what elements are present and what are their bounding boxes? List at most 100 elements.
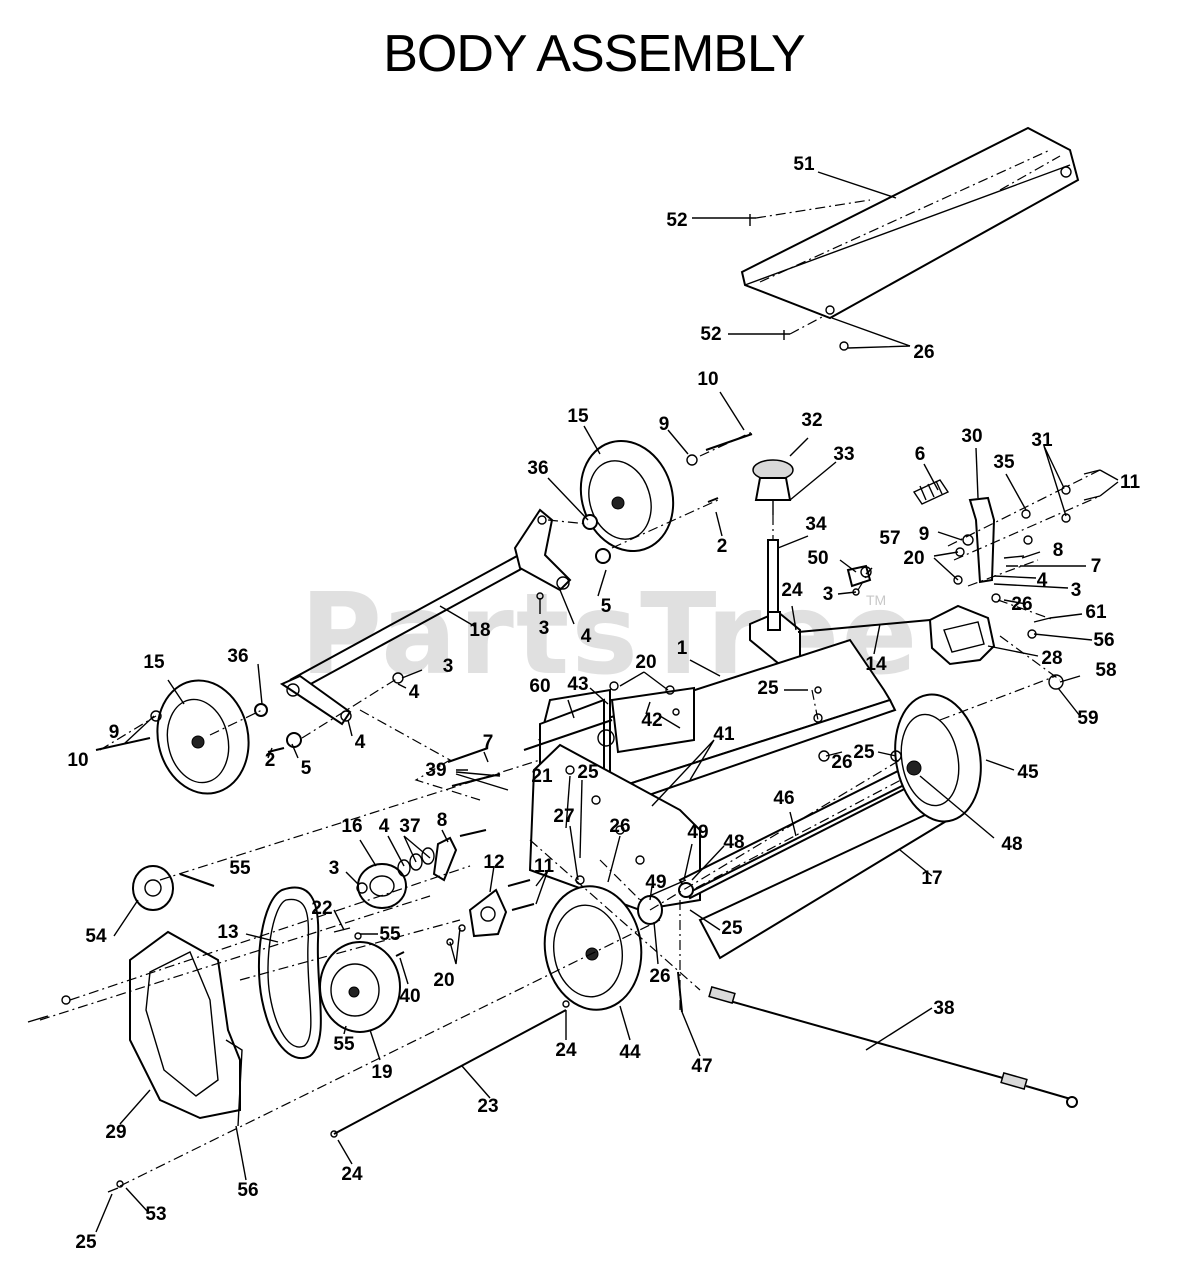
watermark-trademark: TM — [866, 592, 887, 608]
callout-43: 43 — [567, 674, 588, 695]
callout-25: 25 — [853, 742, 875, 763]
callout-55: 55 — [333, 1034, 355, 1055]
cable-anchor-part — [928, 604, 1064, 690]
callout-4: 4 — [581, 626, 592, 647]
callout-labels: 51 52 52 26 10 15 9 32 33 36 2 34 6 30 3… — [67, 154, 1140, 1253]
callout-25: 25 — [577, 762, 599, 783]
callout-23: 23 — [477, 1096, 498, 1117]
axle-part — [279, 508, 572, 726]
callout-42: 42 — [641, 710, 662, 731]
callout-15: 15 — [143, 652, 165, 673]
callout-44: 44 — [619, 1042, 641, 1063]
left-drive-wheel-part — [543, 882, 694, 1013]
drive-pulley-part — [319, 927, 405, 1033]
callout-56: 56 — [237, 1180, 258, 1201]
callout-4: 4 — [1037, 570, 1048, 591]
callout-56: 56 — [1093, 630, 1114, 651]
callout-35: 35 — [993, 452, 1015, 473]
control-cable-part — [708, 985, 1078, 1108]
callout-22: 22 — [311, 898, 332, 919]
callout-20: 20 — [903, 548, 924, 569]
callout-36: 36 — [227, 646, 248, 667]
callout-3: 3 — [823, 584, 834, 605]
callout-49: 49 — [645, 872, 666, 893]
callout-26: 26 — [831, 752, 852, 773]
callout-5: 5 — [601, 596, 612, 617]
callout-1: 1 — [677, 638, 688, 659]
callout-19: 19 — [371, 1062, 392, 1083]
callout-24: 24 — [341, 1164, 363, 1185]
callout-10: 10 — [697, 369, 718, 390]
callout-61: 61 — [1085, 602, 1107, 623]
callout-11: 11 — [1120, 472, 1141, 493]
belt-cover-part — [27, 930, 243, 1193]
side-plate-part — [447, 743, 701, 912]
callout-18: 18 — [469, 620, 490, 641]
callout-5: 5 — [301, 758, 312, 779]
callout-38: 38 — [933, 998, 954, 1019]
callout-8: 8 — [1053, 540, 1064, 561]
height-adjust-knob-part — [749, 459, 931, 670]
callout-37: 37 — [399, 816, 420, 837]
small-pulley-part — [132, 865, 215, 911]
callout-51: 51 — [793, 154, 815, 175]
callout-36: 36 — [527, 458, 548, 479]
callout-11: 11 — [534, 856, 555, 877]
upper-wheel-part — [536, 433, 753, 600]
callout-8: 8 — [437, 810, 448, 831]
callout-60: 60 — [529, 676, 550, 697]
callout-29: 29 — [105, 1122, 126, 1143]
right-drive-wheel-part — [890, 693, 982, 823]
callout-48: 48 — [1001, 834, 1022, 855]
callout-50: 50 — [807, 548, 828, 569]
callout-57: 57 — [879, 528, 900, 549]
callout-9: 9 — [109, 722, 120, 743]
callout-9: 9 — [919, 524, 930, 545]
callout-54: 54 — [85, 926, 107, 947]
callout-3: 3 — [1071, 580, 1082, 601]
bearing-flange-part — [446, 879, 535, 946]
callout-30: 30 — [961, 426, 982, 447]
callout-53: 53 — [145, 1204, 166, 1225]
callout-59: 59 — [1077, 708, 1098, 729]
top-cover-part — [740, 126, 1080, 320]
callout-10: 10 — [67, 750, 88, 771]
callout-26: 26 — [913, 342, 934, 363]
callout-24: 24 — [781, 580, 803, 601]
callout-3: 3 — [329, 858, 340, 879]
callout-7: 7 — [483, 732, 494, 753]
callout-20: 20 — [433, 970, 454, 991]
callout-46: 46 — [773, 788, 794, 809]
callout-26: 26 — [1011, 594, 1032, 615]
callout-52: 52 — [700, 324, 721, 345]
callout-3: 3 — [539, 618, 550, 639]
callout-55: 55 — [229, 858, 251, 879]
screw-part — [742, 214, 849, 351]
callout-33: 33 — [833, 444, 854, 465]
callout-26: 26 — [649, 966, 670, 987]
callout-25: 25 — [721, 918, 743, 939]
callout-31: 31 — [1031, 430, 1053, 451]
callout-39: 39 — [425, 760, 446, 781]
callout-48: 48 — [723, 832, 744, 853]
callout-12: 12 — [483, 852, 504, 873]
callout-25: 25 — [757, 678, 779, 699]
callout-45: 45 — [1017, 762, 1039, 783]
callout-4: 4 — [355, 732, 366, 753]
diagram-title: BODY ASSEMBLY — [383, 25, 805, 83]
idler-pulley-part — [356, 829, 487, 909]
callout-2: 2 — [265, 750, 276, 771]
callout-4: 4 — [409, 682, 420, 703]
callout-26: 26 — [609, 816, 630, 837]
callout-15: 15 — [567, 406, 589, 427]
callout-9: 9 — [659, 414, 670, 435]
callout-28: 28 — [1041, 648, 1062, 669]
callout-13: 13 — [217, 922, 238, 943]
assembly-guide-lines — [39, 155, 1101, 1187]
callout-49: 49 — [687, 822, 708, 843]
callout-7: 7 — [1091, 556, 1102, 577]
callout-52: 52 — [666, 210, 687, 231]
drive-belt-part — [257, 886, 322, 1059]
callout-47: 47 — [691, 1056, 712, 1077]
